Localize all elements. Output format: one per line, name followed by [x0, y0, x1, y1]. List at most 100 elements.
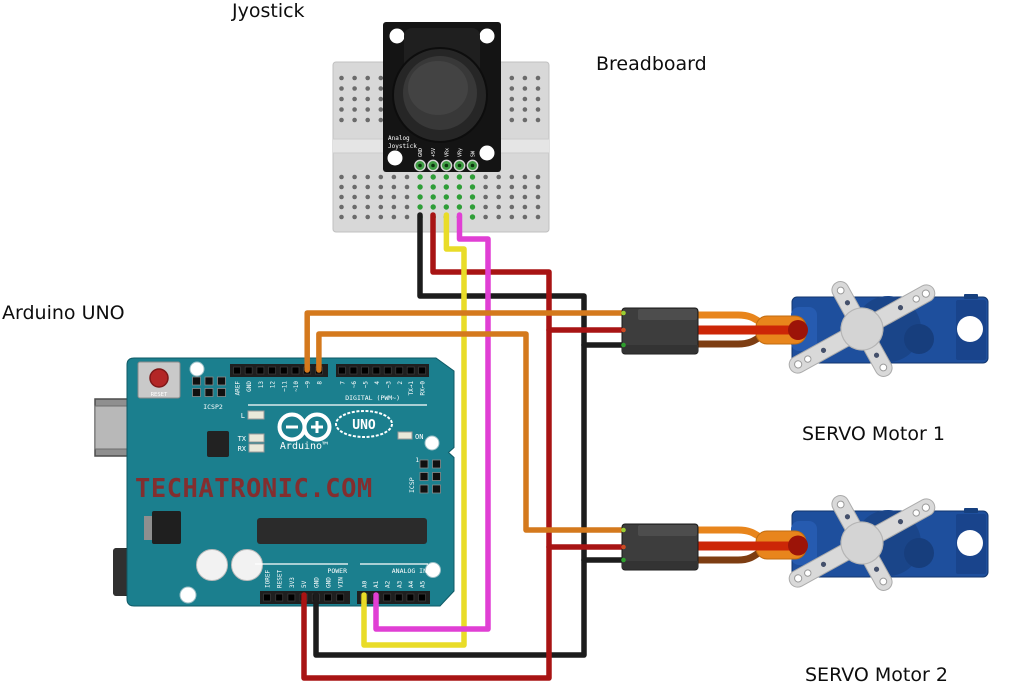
servo1-cable-orange — [698, 311, 765, 328]
pin-label-4: 4 — [374, 381, 381, 385]
pin-label-a1: A1 — [373, 580, 380, 588]
pin-label-7: 7 — [340, 381, 347, 385]
led-l-label: L — [241, 412, 245, 420]
icsp2-label: ICSP2 — [203, 403, 223, 411]
capacitor — [231, 549, 263, 581]
capacitor — [196, 549, 228, 581]
label-joystick: Jyostick — [232, 0, 305, 22]
pin-label-tx1: TX→1 — [408, 381, 415, 396]
pin-label-a3: A3 — [396, 580, 403, 588]
resonator-chip — [207, 431, 229, 457]
uno-oval — [335, 410, 393, 438]
joystick-pins — [414, 159, 479, 172]
power-jack-face — [113, 548, 127, 596]
servo2-connector-shade — [622, 561, 698, 569]
label-servo2: SERVO Motor 2 — [805, 664, 948, 686]
joystick-pin-label-sw: SW — [471, 150, 477, 157]
icsp2-header — [192, 376, 226, 397]
servo-motor-2 — [698, 456, 989, 630]
servo1-cable-brown — [698, 331, 765, 348]
wires — [301, 212, 627, 681]
power-section-label: POWER — [327, 567, 347, 575]
servo1-pin-ground — [621, 342, 626, 348]
servo2-pin-power — [621, 544, 626, 550]
pin-label-a0: A0 — [362, 580, 369, 588]
pin-label-vin: VIN — [338, 577, 345, 588]
pin-label-ioref: IOREF — [265, 570, 272, 588]
wire-gnd-main — [313, 212, 587, 658]
icsp-label: ICSP — [408, 477, 416, 493]
servo2-pin-ground — [621, 557, 626, 563]
pin-label-10: ~10 — [293, 381, 300, 392]
pin-label-8: 8 — [316, 381, 323, 385]
servo-motor-1 — [698, 242, 989, 416]
regulator-legs — [144, 516, 153, 540]
servo2-cable-orange — [698, 526, 765, 543]
icsp-pin1-label: 1 — [415, 457, 419, 464]
arduino-brand-label: Arduino™ — [280, 441, 328, 452]
pin-label-12: 12 — [270, 381, 277, 389]
servo1-connector-shade — [622, 345, 698, 353]
servo1-cable-tip — [788, 320, 808, 340]
pin-label-gnd-top: GND — [246, 381, 253, 392]
digital-pins-right — [338, 366, 427, 375]
pin-label-gnd1: GND — [313, 577, 320, 588]
servo2-pin-signal — [621, 527, 626, 533]
joystick-silk-line2: Joystick — [388, 143, 417, 150]
servo1-connector — [621, 307, 699, 355]
joystick-screw-hole — [387, 150, 403, 166]
joystick-module: Analog Joystick GND +5V VRx VRy SW — [383, 22, 501, 172]
pin-label-a4: A4 — [408, 580, 415, 588]
joystick-screw-hole — [479, 145, 495, 161]
servo1-pin-power — [621, 327, 626, 333]
uno-label: UNO — [352, 418, 376, 433]
pin-label-reset: RESET — [277, 570, 284, 588]
icsp-header — [419, 459, 441, 494]
arduino-logo — [277, 412, 332, 442]
pin-label-2: 2 — [397, 381, 404, 385]
wire-vry-a1 — [373, 212, 491, 632]
joystick-pin-label-vrx: VRx — [444, 148, 450, 157]
led-rx — [248, 443, 265, 453]
digital-header-right — [336, 364, 429, 377]
reset-label: RESET — [151, 392, 168, 398]
servo2-connector — [621, 523, 699, 571]
pin-label-5v: 5V — [301, 580, 308, 588]
pin-label-9: ~9 — [305, 381, 312, 389]
on-label: ON — [415, 433, 423, 441]
wire-vrx-a0 — [361, 212, 467, 648]
pin-label-6: ~6 — [351, 381, 358, 389]
main-ic — [257, 518, 427, 544]
digital-section-label: DIGITAL (PWM~) — [345, 394, 400, 402]
servo1-pin-signal — [621, 310, 626, 316]
pin-label-3: ~3 — [385, 381, 392, 389]
wire-signal-servo2 — [316, 331, 627, 533]
mount-hole — [189, 361, 205, 377]
pin-label-a5: A5 — [420, 580, 427, 588]
led-tx-label: TX — [238, 435, 247, 443]
analog-section-label: ANALOG IN — [392, 567, 427, 575]
joystick-silk-line1: Analog — [388, 135, 410, 142]
voltage-regulator — [152, 511, 181, 544]
joystick-pin-label-5v: +5V — [431, 148, 437, 157]
servo2-cable-brown — [698, 546, 765, 564]
joystick-pin-label-vry: VRy — [458, 148, 464, 157]
led-rx-label: RX — [238, 445, 247, 453]
label-arduino: Arduino UNO — [2, 302, 125, 324]
pin-label-rx0: RX←0 — [420, 381, 427, 396]
servo1-connector-highlight — [638, 309, 697, 320]
led-l — [247, 410, 265, 420]
digital-header-left — [230, 364, 328, 377]
watermark-text: TECHATRONIC.COM — [135, 474, 373, 504]
pin-label-a2: A2 — [385, 580, 392, 588]
pin-label-13: 13 — [258, 381, 265, 389]
mount-hole — [179, 586, 197, 604]
wire-5v-main — [301, 212, 552, 681]
led-tx — [248, 433, 265, 443]
joystick-pin-label-gnd: GND — [418, 148, 424, 157]
servo2-connector-highlight — [638, 525, 697, 536]
pin-label-gnd2: GND — [326, 577, 333, 588]
on-led — [397, 431, 413, 440]
